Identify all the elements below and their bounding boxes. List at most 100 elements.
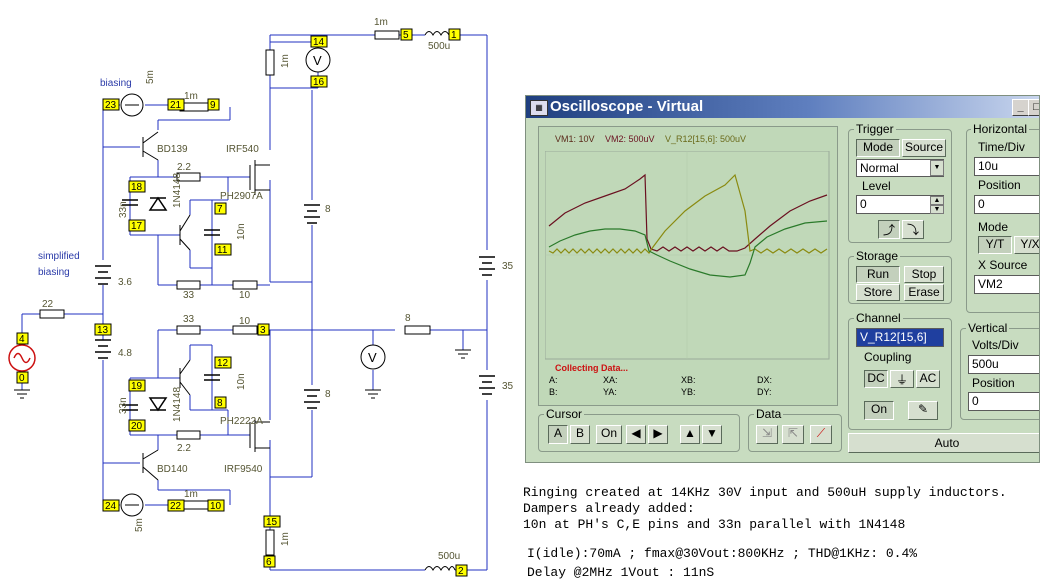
oscilloscope-window: ▦ Oscilloscope - Virtual _ □ VM1: 10V VM… (525, 95, 1040, 463)
node-label: 23 (105, 100, 117, 111)
node-label: 7 (217, 204, 223, 215)
readout-yb: YB: (681, 387, 696, 397)
spin-down-icon[interactable]: ▼ (930, 205, 944, 214)
ground-icon[interactable]: ⏚ (890, 370, 914, 388)
chevron-down-icon[interactable]: ▼ (930, 160, 944, 176)
simplified-label: simplified (38, 251, 80, 262)
cursor-on-button[interactable]: On (596, 425, 622, 444)
oscilloscope-titlebar[interactable]: ▦ Oscilloscope - Virtual _ □ (526, 96, 1039, 118)
notes-specs: I(idle):70mA ; fmax@30Vout:800KHz ; THD@… (527, 544, 917, 582)
inductors (424, 31, 456, 572)
ph2907a-label: PH2907A (220, 191, 263, 202)
stop-button[interactable]: Stop (904, 266, 944, 283)
svg-text:33n: 33n (118, 397, 129, 414)
trace-label-vr12: V_R12[15,6]: 500uV (665, 134, 747, 144)
data-title: Data (754, 407, 784, 421)
svg-text:1m: 1m (184, 489, 198, 500)
cursor-a-button[interactable]: A (548, 425, 568, 444)
node-box (310, 35, 328, 48)
channel-select[interactable]: V_R12[15,6] (856, 328, 944, 347)
svg-text:33n: 33n (118, 201, 129, 218)
node-box (214, 356, 232, 369)
node-box (263, 515, 281, 528)
node-label: 1 (451, 30, 457, 41)
node-label: 14 (313, 37, 325, 48)
minimize-button[interactable]: _ (1012, 99, 1029, 116)
node-box (102, 98, 120, 111)
node-box (455, 564, 468, 577)
auto-button[interactable]: Auto (848, 433, 1039, 453)
volts-div-label: Volts/Div (972, 338, 1019, 352)
up-arrow-icon[interactable]: ▲ (680, 425, 700, 444)
node-box (16, 332, 29, 345)
volts-div-input[interactable]: 500u (968, 355, 1039, 374)
horizontal-position-input[interactable]: 0 (974, 195, 1039, 214)
erase-button[interactable]: Erase (904, 284, 944, 301)
ph2222a-label: PH2222A (220, 416, 263, 427)
right-arrow-icon[interactable]: ▶ (648, 425, 668, 444)
mode-yx-button[interactable]: Y/X (1014, 236, 1039, 254)
node-label: 9 (210, 100, 216, 111)
svg-text:1m: 1m (184, 91, 198, 102)
falling-edge-button[interactable]: ⤵ (902, 220, 924, 239)
scope-screen[interactable]: VM1: 10V VM2: 500uV V_R12[15,6]: 500uV C… (538, 126, 838, 406)
1n4148-top-label: 1N4148 (172, 173, 183, 208)
readout-a: A: (549, 375, 558, 385)
cursor-title: Cursor (544, 407, 585, 421)
trace-vm2 (548, 173, 828, 252)
import-icon[interactable]: ⇲ (756, 425, 778, 444)
grid (545, 151, 829, 359)
node-box (94, 323, 112, 336)
spin-up-icon[interactable]: ▲ (930, 196, 944, 205)
trigger-mode-select[interactable]: Normal (856, 159, 944, 177)
cursor-b-button[interactable]: B (570, 425, 590, 444)
node-label: 15 (266, 517, 278, 528)
rising-edge-button[interactable]: ⤴ (878, 220, 900, 239)
meters: V V (8, 47, 386, 517)
node-box (128, 180, 146, 193)
waveform-plot (545, 151, 830, 360)
time-div-input[interactable]: 10u (974, 157, 1039, 176)
svg-text:2.2: 2.2 (177, 162, 191, 173)
maximize-button[interactable]: □ (1028, 99, 1039, 116)
coupling-ac-button[interactable]: AC (916, 370, 940, 388)
svg-text:10n: 10n (236, 373, 247, 390)
trigger-source-button[interactable]: Source (902, 139, 946, 157)
readout-b: B: (549, 387, 558, 397)
node-box (214, 202, 227, 215)
export-icon[interactable]: ⇱ (782, 425, 804, 444)
probe-icon[interactable]: ✎ (908, 401, 938, 420)
vertical-position-input[interactable]: 0 (968, 392, 1039, 411)
mode-yt-button[interactable]: Y/T (978, 236, 1012, 254)
node-label: 4 (19, 334, 25, 345)
node-label: 13 (97, 325, 109, 336)
svg-text:10n: 10n (236, 223, 247, 240)
svg-text:3.6: 3.6 (118, 277, 132, 288)
down-arrow-icon[interactable]: ▼ (702, 425, 722, 444)
svg-text:2.2: 2.2 (177, 443, 191, 454)
coupling-dc-button[interactable]: DC (864, 370, 888, 388)
svg-text:5m: 5m (134, 518, 145, 532)
readout-dy: DY: (757, 387, 772, 397)
node-label: 5 (403, 30, 409, 41)
node-label: 17 (131, 221, 143, 232)
svg-text:5m: 5m (145, 70, 156, 84)
x-source-select[interactable]: VM2 (974, 275, 1039, 294)
node-box (102, 499, 120, 512)
node-box (128, 379, 146, 392)
channel-on-button[interactable]: On (864, 401, 894, 420)
svg-text:V: V (368, 350, 377, 365)
batteries (95, 204, 495, 409)
run-button[interactable]: Run (856, 266, 900, 283)
svg-text:35: 35 (502, 261, 514, 272)
store-button[interactable]: Store (856, 284, 900, 301)
trigger-mode-button[interactable]: Mode (856, 139, 900, 157)
node-box (167, 499, 185, 512)
left-arrow-icon[interactable]: ◀ (626, 425, 646, 444)
coupling-label: Coupling (864, 350, 912, 364)
chart-icon[interactable]: ⟋ (810, 425, 832, 444)
svg-text:8: 8 (325, 204, 331, 215)
horizontal-position-label: Position (978, 178, 1021, 192)
